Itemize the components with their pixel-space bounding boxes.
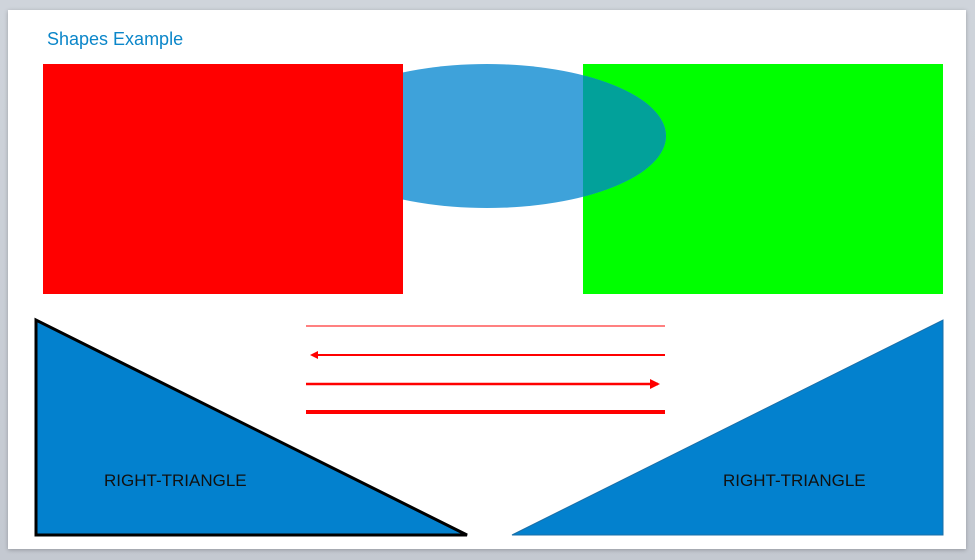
right-triangle-label: RIGHT-TRIANGLE bbox=[723, 471, 866, 490]
red-rectangle[interactable] bbox=[43, 64, 403, 294]
slide-title[interactable]: Shapes Example bbox=[47, 29, 184, 49]
ellipse-overlap-region bbox=[583, 75, 666, 197]
left-right-triangle[interactable] bbox=[34, 317, 468, 537]
left-triangle-label: RIGHT-TRIANGLE bbox=[104, 471, 247, 490]
right-right-triangle[interactable] bbox=[511, 319, 944, 536]
